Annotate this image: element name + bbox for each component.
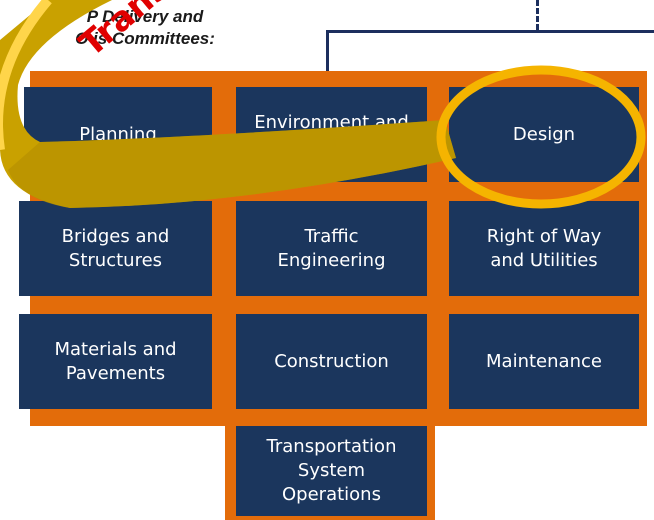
- highlight-ring: [436, 65, 646, 209]
- group-heading-line-1: P Delivery and: [86, 7, 204, 26]
- committee-tso[interactable]: Transportation System Operations: [236, 426, 427, 516]
- committee-construction[interactable]: Construction: [236, 314, 427, 409]
- committee-materials-pavements[interactable]: Materials and Pavements: [19, 314, 212, 409]
- committee-design[interactable]: Design: [449, 87, 639, 182]
- connector-drop-line: [326, 30, 329, 72]
- committee-bridges-structures[interactable]: Bridges and Structures: [19, 201, 212, 296]
- committee-right-of-way[interactable]: Right of Way and Utilities: [449, 201, 639, 296]
- group-heading-line-2: O is Committees:: [75, 29, 215, 48]
- connector-horizontal-line: [326, 30, 654, 33]
- committee-traffic-engineering[interactable]: Traffic Engineering: [236, 201, 427, 296]
- group-heading: P Delivery and O is Committees:: [0, 6, 290, 50]
- banner-highlight: [0, 0, 52, 150]
- banner-shadow: [8, 120, 456, 208]
- connector-dashed-line: [536, 0, 542, 30]
- committee-maintenance[interactable]: Maintenance: [449, 314, 639, 409]
